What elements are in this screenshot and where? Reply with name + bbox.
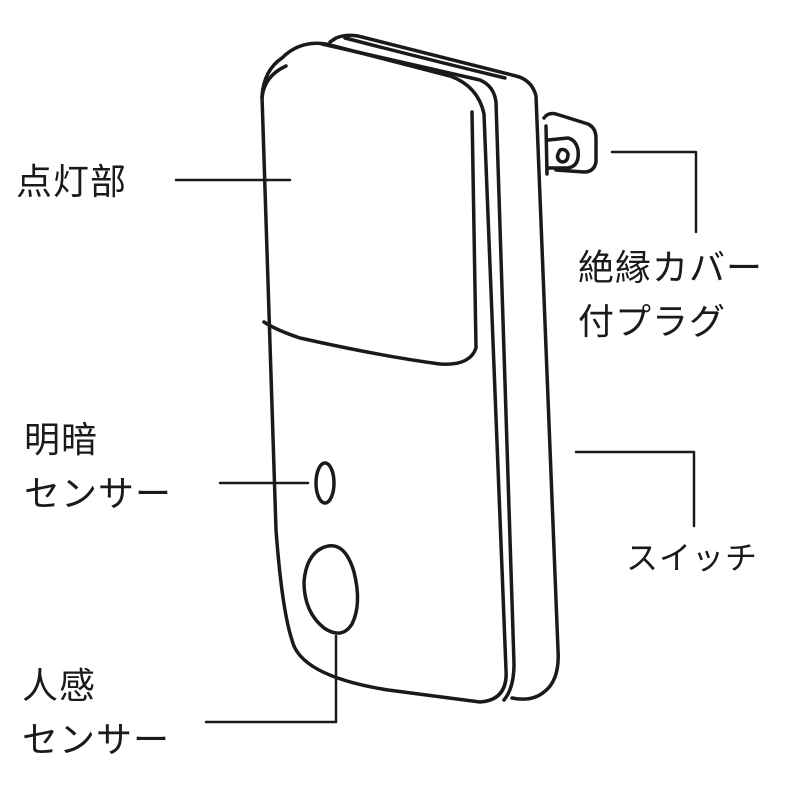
plug-prong-lower [546, 136, 581, 170]
label-light-sensor-line1: 明暗 [24, 420, 99, 461]
leader-plug [610, 150, 698, 234]
light-sensor [314, 461, 336, 505]
lamp-section-top [260, 64, 288, 100]
lamp-section-divider [262, 110, 478, 366]
label-light-unit-text: 点灯部 [16, 162, 128, 203]
label-plug: 絶縁カバー 付プラグ [578, 244, 763, 348]
label-motion-sensor: 人感 センサー [22, 662, 170, 766]
device-front-body [260, 41, 508, 704]
label-motion-sensor-line1: 人感 [22, 666, 97, 707]
leader-switch [574, 450, 696, 528]
leader-motion-sensor [204, 634, 338, 724]
device-side-inner-edge-2 [343, 36, 507, 80]
motion-sensor [302, 544, 360, 635]
plug-prong-upper [542, 111, 598, 174]
label-plug-line1: 絶縁カバー [578, 248, 764, 289]
label-light-sensor-line2: センサー [24, 474, 173, 515]
label-switch-text: スイッチ [626, 539, 759, 577]
label-light-sensor: 明暗 センサー [24, 416, 172, 520]
plug-prong-hole [555, 147, 570, 164]
label-motion-sensor-line2: センサー [22, 720, 171, 761]
label-switch: スイッチ [626, 536, 758, 580]
plug-prong-edge [544, 124, 549, 176]
label-plug-line2: 付プラグ [578, 302, 727, 343]
device-side-panel [328, 33, 560, 701]
label-light-unit: 点灯部 [16, 158, 127, 208]
